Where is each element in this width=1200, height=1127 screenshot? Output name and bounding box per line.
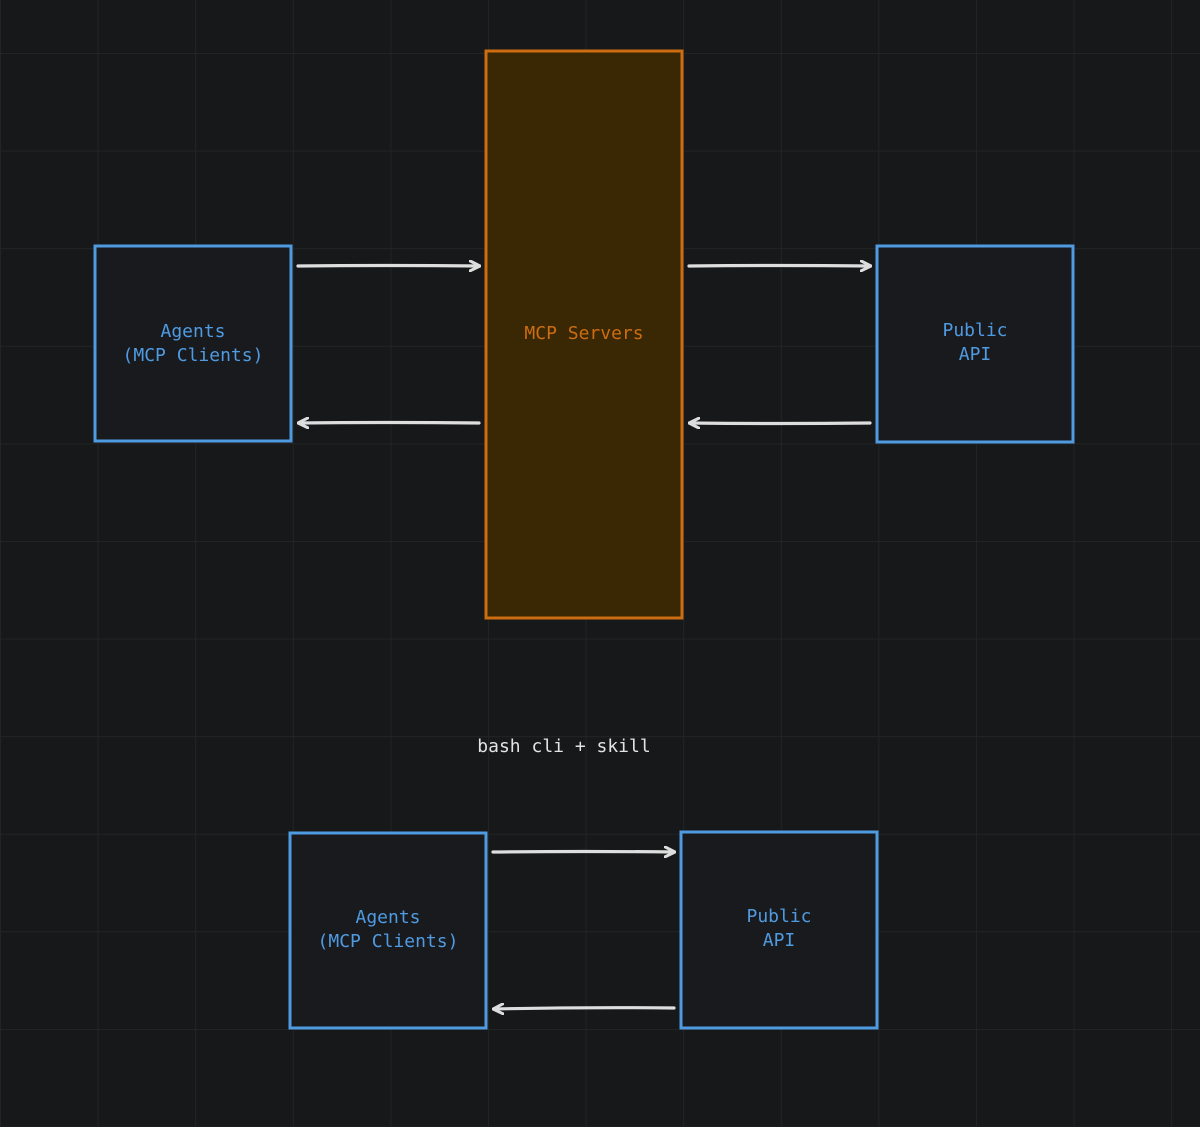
- public-api-label-line2-bottom: API: [763, 930, 796, 951]
- section-label: bash cli + skill: [477, 736, 650, 757]
- mcp-servers-box: [484, 49, 684, 620]
- arrow-agents-to-api-bottom: [491, 852, 674, 853]
- public-api-node-bottom[interactable]: Public API: [679, 830, 879, 1030]
- agents-label-line1: Agents: [160, 321, 225, 342]
- bottom-diagram: Agents (MCP Clients) Public API: [288, 830, 879, 1030]
- arrow-agents-to-mcp: [296, 266, 479, 267]
- top-diagram: Agents (MCP Clients) MCP Servers Public …: [93, 49, 1075, 620]
- public-api-label-line1: Public: [942, 320, 1007, 341]
- arrow-api-to-mcp: [690, 423, 872, 424]
- mcp-servers-label: MCP Servers: [524, 323, 643, 344]
- arrow-mcp-to-api: [687, 266, 870, 267]
- public-api-node[interactable]: Public API: [875, 244, 1075, 444]
- arrow-api-to-agents-bottom: [494, 1008, 676, 1009]
- arrow-mcp-to-agents: [299, 423, 481, 424]
- public-api-box-bottom: [679, 830, 879, 1030]
- mcp-servers-node[interactable]: MCP Servers: [484, 49, 684, 620]
- public-api-label-line1-bottom: Public: [746, 906, 811, 927]
- public-api-box: [875, 244, 1075, 444]
- agents-node[interactable]: Agents (MCP Clients): [93, 244, 293, 443]
- agents-box: [93, 244, 293, 443]
- agents-label-line2: (MCP Clients): [123, 345, 264, 366]
- agents-label-line2-bottom: (MCP Clients): [318, 931, 459, 952]
- agents-node-bottom[interactable]: Agents (MCP Clients): [288, 831, 488, 1030]
- agents-box-bottom: [288, 831, 488, 1030]
- agents-label-line1-bottom: Agents: [355, 907, 420, 928]
- public-api-label-line2: API: [959, 344, 992, 365]
